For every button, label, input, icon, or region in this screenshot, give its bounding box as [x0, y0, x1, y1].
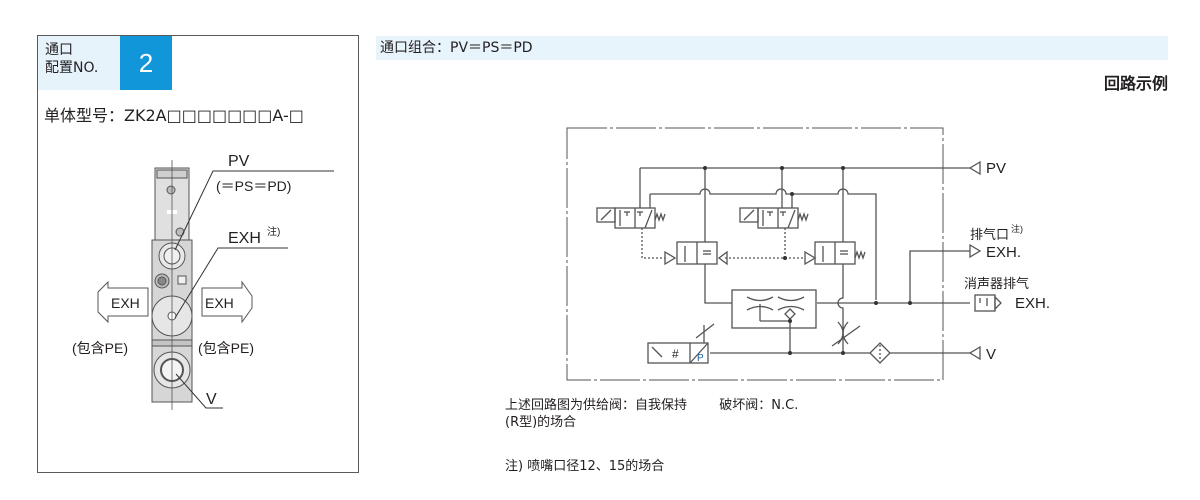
model-number: 单体型号：ZK2A□□□□□□□A-□ [44, 102, 304, 126]
v-port-arrow [968, 345, 981, 361]
callout-v: V [206, 391, 217, 408]
model-suffix: A- [272, 106, 289, 125]
exh-right-label: EXH [205, 295, 234, 311]
exh-left-label: EXH [111, 295, 140, 311]
filter [869, 342, 891, 364]
exh-port-arrow [969, 243, 982, 259]
exh-port-label-1: EXH. [986, 244, 1021, 261]
silencer [974, 294, 1002, 312]
pe-right-label: (包含PE) [198, 340, 254, 356]
silencer-label: 消声器排气 [964, 276, 1029, 291]
hash-symbol: # [672, 347, 679, 361]
model-suffix-box: □ [288, 106, 304, 125]
screw-icon [166, 185, 176, 195]
port-config-label: 通口 配置NO. [38, 36, 120, 90]
caption-line1-right: 破坏阀：N.C. [719, 398, 799, 413]
pilot-dotted-2 [725, 228, 805, 259]
pv-port-arrow [968, 160, 981, 176]
break-valve [804, 241, 866, 266]
port-label-line1: 通口 [45, 42, 73, 58]
port-config-panel: 通口 配置NO. 2 单体型号：ZK2A□□□□□□□A-□ [37, 35, 359, 473]
model-boxes: □□□□□□□ [166, 106, 273, 125]
exhaust-port-label: 排气口 [970, 227, 1009, 242]
port-pv-label: PV [986, 160, 1006, 177]
callout-pv: PV [228, 153, 250, 170]
caption-supply-valve: 上述回路图为供给阀：自我保持 破坏阀：N.C. [505, 397, 798, 414]
callout-exh: EXH [228, 230, 261, 247]
ejector-unit-illustration: PV (＝PS＝PD) EXH 注) EXH EXH (包含PE) (包含PE)… [72, 153, 334, 410]
variable-throttle [831, 321, 861, 347]
exh-leader-line [174, 247, 288, 319]
pressure-switch [647, 323, 715, 364]
circuit-example-title: 回路示例 [1103, 74, 1168, 93]
callout-pv-sub: (＝PS＝PD) [216, 178, 291, 194]
pilot-dotted-1 [641, 228, 665, 259]
v-leader-line [175, 373, 223, 409]
exh-port-label-2: EXH. [1015, 295, 1050, 312]
exh-left-arrow [97, 280, 149, 324]
pilot-line [649, 188, 877, 300]
port-combination-header: 通口组合：PV＝PS＝PD [376, 36, 1168, 60]
exh-right-arrow [201, 280, 253, 324]
solenoid-valve-1 [596, 207, 666, 229]
pressure-switch-letter: P [697, 353, 704, 364]
callout-exh-note: 注) [267, 225, 280, 238]
exhaust-port-note: 注) [1011, 223, 1023, 234]
caption-line1-left: 上述回路图为供给阀：自我保持 [505, 398, 688, 413]
model-prefix: 单体型号：ZK2A [44, 106, 167, 125]
port-label-line2: 配置NO. [45, 60, 99, 76]
ejector-block [731, 289, 817, 353]
supply-valve [664, 241, 728, 266]
caption-r-type: (R型)的场合 [505, 415, 577, 430]
unit-boundary-frame [566, 127, 944, 381]
caption-note: 注) 喷嘴口径12、15的场合 [505, 459, 665, 474]
solenoid-valve-2 [739, 207, 809, 229]
pe-left-label: (包含PE) [72, 340, 128, 356]
port-config-number: 2 [120, 36, 172, 90]
port-v-label: V [986, 346, 996, 363]
pv-leader-line [174, 170, 334, 251]
